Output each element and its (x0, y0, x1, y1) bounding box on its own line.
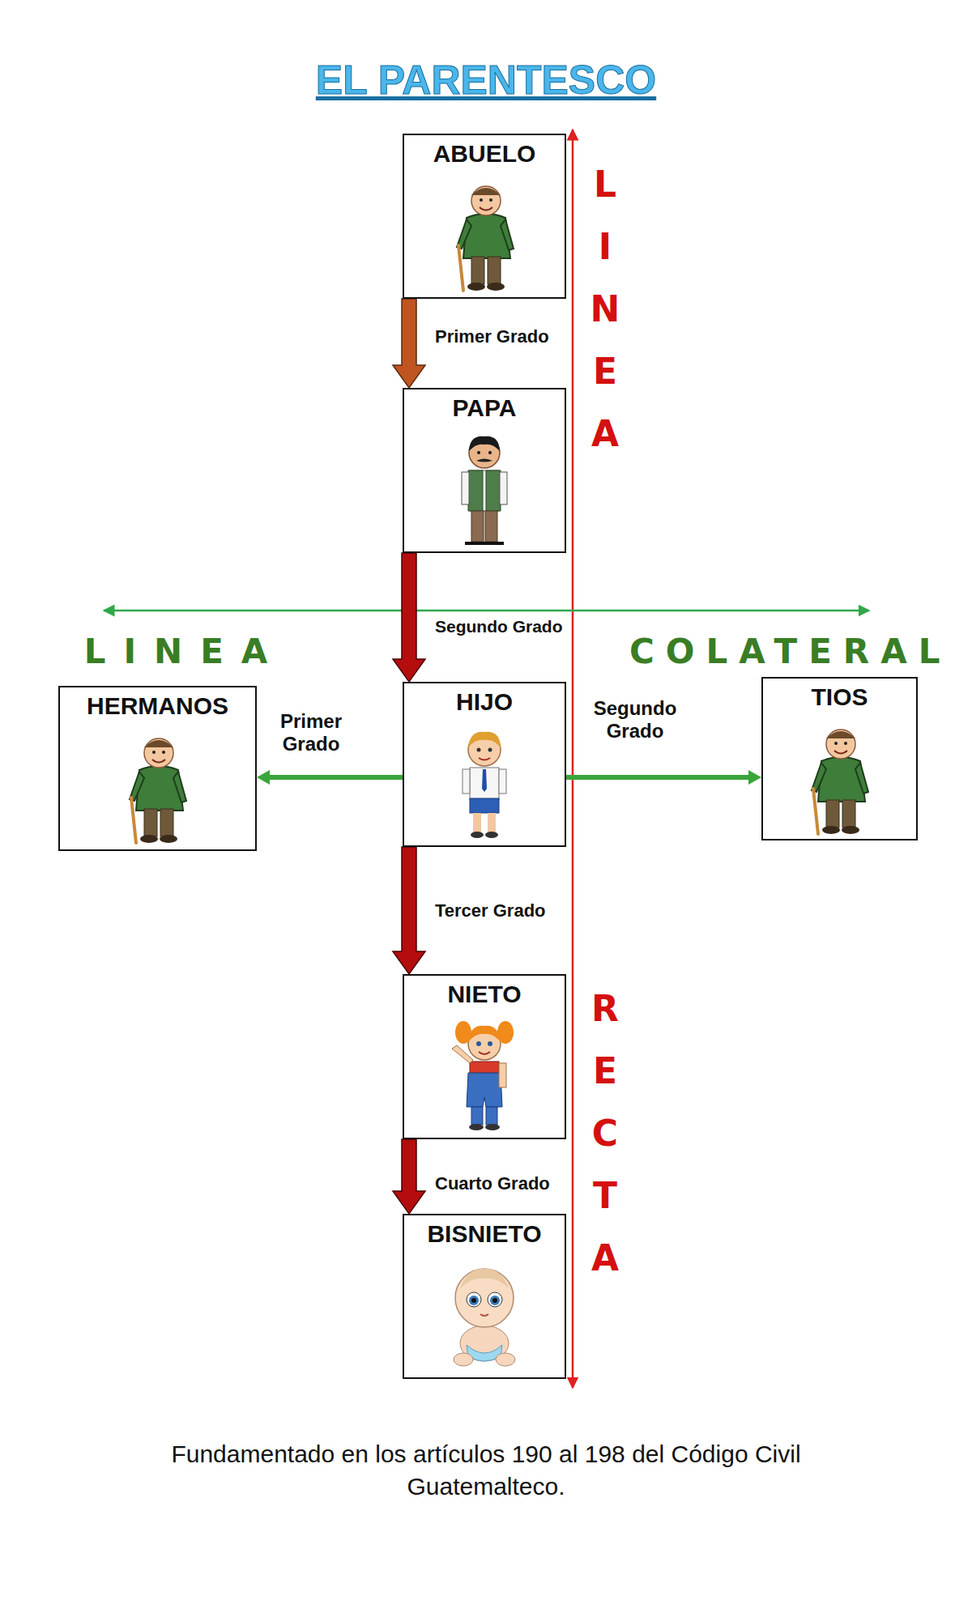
vertical-heading: LINEA (587, 153, 623, 465)
grandchild-figure (451, 1021, 514, 1131)
person-box: TIOS (761, 677, 918, 841)
degree-label: Primer Grado (433, 326, 551, 348)
person-box: HERMANOS (58, 686, 257, 852)
uncle-figure (811, 729, 869, 835)
degree-label: Tercer Grado (433, 900, 548, 922)
degree-arrow (392, 1139, 426, 1215)
person-name: ABUELO (404, 135, 565, 168)
side-heading: LINEA (84, 631, 286, 672)
vertical-heading: RECTA (587, 977, 623, 1290)
title: EL PARENTESCO (0, 56, 972, 104)
person-name: HIJO (404, 683, 565, 717)
degree-arrow (566, 770, 762, 785)
brother-figure (129, 738, 187, 844)
grandfather-figure (456, 186, 514, 291)
side-heading: COLATERAL (629, 631, 951, 672)
degree-arrow (256, 770, 403, 785)
person-name: PAPA (404, 389, 565, 423)
degree-arrow (392, 298, 426, 388)
person-box: ABUELO (402, 133, 567, 299)
person-name: NIETO (404, 976, 565, 1009)
caption: Fundamentado en los artículos 190 al 198… (105, 1438, 867, 1504)
person-name: BISNIETO (404, 1215, 565, 1249)
person-name: TIOS (763, 678, 917, 712)
degree-arrow (392, 847, 426, 975)
father-figure (461, 436, 508, 546)
colateral-axis (103, 609, 870, 613)
degree-label: Segundo Grado (433, 617, 565, 637)
degree-label: Primer Grado (277, 710, 345, 756)
great-grandchild-figure (453, 1269, 516, 1367)
son-figure (462, 732, 507, 839)
degree-label: Segundo Grado (591, 697, 680, 743)
recta-axis (571, 129, 575, 1389)
degree-label: Cuarto Grado (433, 1173, 552, 1195)
person-box: BISNIETO (402, 1214, 567, 1380)
person-box: NIETO (402, 974, 567, 1140)
person-box: PAPA (402, 387, 567, 554)
person-name: HERMANOS (59, 687, 256, 721)
person-box: HIJO (402, 682, 567, 848)
degree-arrow (392, 553, 426, 683)
